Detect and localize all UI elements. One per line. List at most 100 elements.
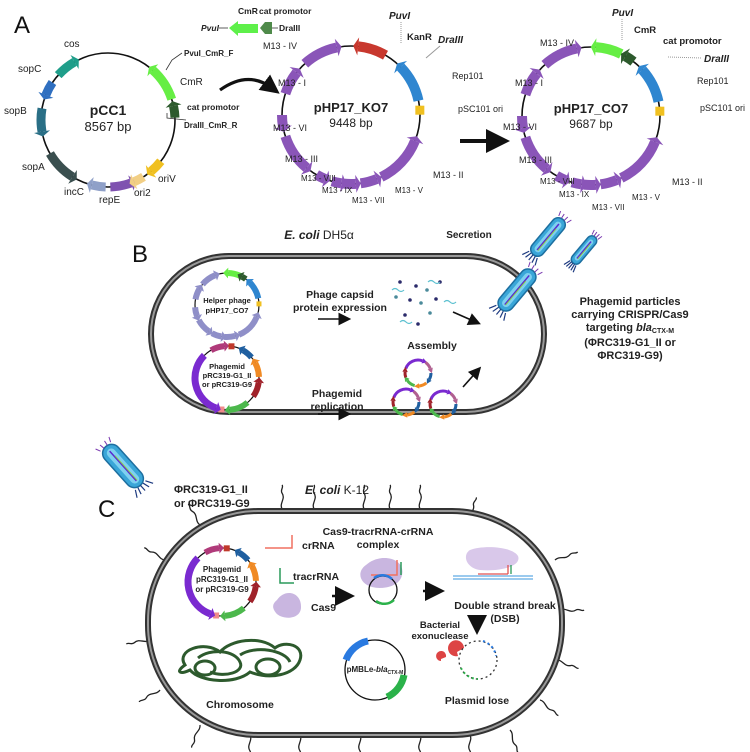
mini-tracr xyxy=(406,379,416,388)
feature-m13-i-head xyxy=(289,66,304,79)
mini-crrna-head xyxy=(415,396,421,403)
phc-label-m13-viii: M13 - VIII xyxy=(540,177,575,186)
cas9-label: Cas9 xyxy=(311,602,336,614)
mini-ori-head xyxy=(451,409,457,415)
feature-m13-viii-head xyxy=(321,170,330,188)
cas9-complex xyxy=(360,557,403,606)
insert-cmr-label: CmR xyxy=(238,6,258,16)
feature-kanr xyxy=(357,41,388,60)
phk-label-m13-viii: M13 - VIII xyxy=(301,174,336,183)
feature-m13-ix xyxy=(330,176,343,189)
label-cat-promotor: cat promotor xyxy=(187,102,240,112)
pilus xyxy=(190,724,201,748)
feature-sopB-head xyxy=(34,130,50,137)
capsid-protein xyxy=(419,301,423,305)
feature-oriV xyxy=(148,158,165,175)
phagemid-ori xyxy=(237,549,251,563)
helper-ori xyxy=(256,301,262,307)
phk-label-m13-iv: M13 - IV xyxy=(263,41,297,51)
phc-site-pvui: PuvI xyxy=(612,8,633,19)
feature-incC xyxy=(90,180,106,192)
feature-oriV-head xyxy=(145,165,157,178)
label-ori2: ori2 xyxy=(134,188,151,199)
helper-m13-viii xyxy=(210,330,223,340)
helper-m13-viii-head xyxy=(220,331,227,342)
feature-cmr-head xyxy=(590,38,597,57)
phagemid-tracrrna xyxy=(224,605,246,619)
feature-m13-vi xyxy=(277,114,288,128)
capsid-protein xyxy=(434,297,438,301)
helper-m13-vii xyxy=(223,332,237,340)
arrow-to-assembly xyxy=(452,311,481,325)
pili xyxy=(125,484,585,752)
feature-m13-vii-head xyxy=(355,174,361,193)
replicated-phagemids xyxy=(390,358,458,420)
feature-m13-iii xyxy=(280,134,311,172)
svg-text:targeting blaCTX-M: targeting blaCTX-M xyxy=(586,322,674,335)
capsid-protein-squiggle xyxy=(391,287,405,293)
mini-cas9 xyxy=(429,389,448,401)
phk-site-draiii: DraIII xyxy=(438,35,463,46)
phagemid-kmr xyxy=(249,564,259,582)
capsid-protein xyxy=(414,284,418,288)
label-repE: repE xyxy=(99,195,120,206)
phc-label-cat-promotor: cat promotor xyxy=(663,36,722,47)
phagemid-kmr xyxy=(252,361,262,378)
svg-text:ΦRC319-G9): ΦRC319-G9) xyxy=(597,350,663,362)
mini-f1-head xyxy=(402,366,408,373)
mini-crrna-head xyxy=(452,398,458,405)
mini-kmr-head xyxy=(439,414,445,420)
feature-sopB xyxy=(36,107,47,133)
panel-a-label: A xyxy=(14,12,30,39)
phk-label-kanr: KanR xyxy=(407,32,432,43)
mini-tracr-head xyxy=(392,405,398,412)
step-replication-1: Phagemid xyxy=(312,388,362,400)
phagemid-tracrrna-head xyxy=(224,404,231,416)
helper-m13-i-head xyxy=(194,284,204,292)
helper-m13-iii-head xyxy=(205,326,213,336)
capsid-protein xyxy=(398,280,402,284)
helper-m13-iv-head xyxy=(212,270,220,281)
pilus xyxy=(187,503,201,526)
pilus xyxy=(555,659,579,670)
feature-m13-i-head xyxy=(529,67,544,80)
complex-label-1: Cas9-tracrRNA-crRNA xyxy=(323,526,434,538)
feature-m13-ii-head xyxy=(646,137,664,146)
feature-ori2-head xyxy=(129,174,138,190)
phagemid-kmr-head xyxy=(247,561,257,569)
mini-ori-head xyxy=(426,378,432,384)
helper-m13-iv xyxy=(200,272,217,287)
phk-name: pHP17_KO7 xyxy=(314,100,388,115)
chromosome-icon xyxy=(178,638,303,682)
insert-draiii-label: DraIII xyxy=(279,23,300,33)
helper-cat xyxy=(240,274,248,282)
phagemid-cas9-head xyxy=(213,402,221,414)
svg-text:Phagemid particles: Phagemid particles xyxy=(580,296,681,308)
assembly-label: Assembly xyxy=(407,340,457,352)
helper-rep101-head xyxy=(246,279,254,287)
pilus xyxy=(418,484,422,510)
feature-cat-promotor xyxy=(622,51,637,66)
phage-particle xyxy=(95,436,154,498)
mini-tracr xyxy=(394,408,404,417)
label-sopA: sopA xyxy=(22,162,45,173)
primer-draiii-cmr-r: DraIII_CmR_R xyxy=(184,121,238,130)
feature-m13-ix-head xyxy=(580,175,587,194)
capsid-proteins xyxy=(391,279,457,326)
phc-label-m13-vii: M13 - VII xyxy=(592,203,624,212)
feature-ori2 xyxy=(132,172,146,186)
feature-m13-vi xyxy=(517,115,528,129)
phagemid-plasmid-b: Phagemid pRC319-G1_II or pRC319-G9 xyxy=(191,340,265,416)
feature-m13-iv-head xyxy=(334,38,342,57)
phage-c-label-2: or ΦRC319-G9 xyxy=(174,498,250,510)
degraded-plasmid xyxy=(458,640,498,680)
svg-text:(ΦRC319-G1_II or: (ΦRC319-G1_II or xyxy=(584,337,676,349)
mini-f1 xyxy=(428,402,433,409)
feature-m13-iv xyxy=(301,42,338,68)
phagemid-b-label-3: or pRC319-G9 xyxy=(202,380,252,389)
phagemid-cas9 xyxy=(191,352,218,412)
pilus xyxy=(280,484,284,510)
svg-text:pMBLe-blaCTX-M: pMBLe-blaCTX-M xyxy=(347,665,404,676)
insert-promoter-label: cat promotor xyxy=(259,6,312,16)
phagemid-cas9 xyxy=(184,555,212,618)
